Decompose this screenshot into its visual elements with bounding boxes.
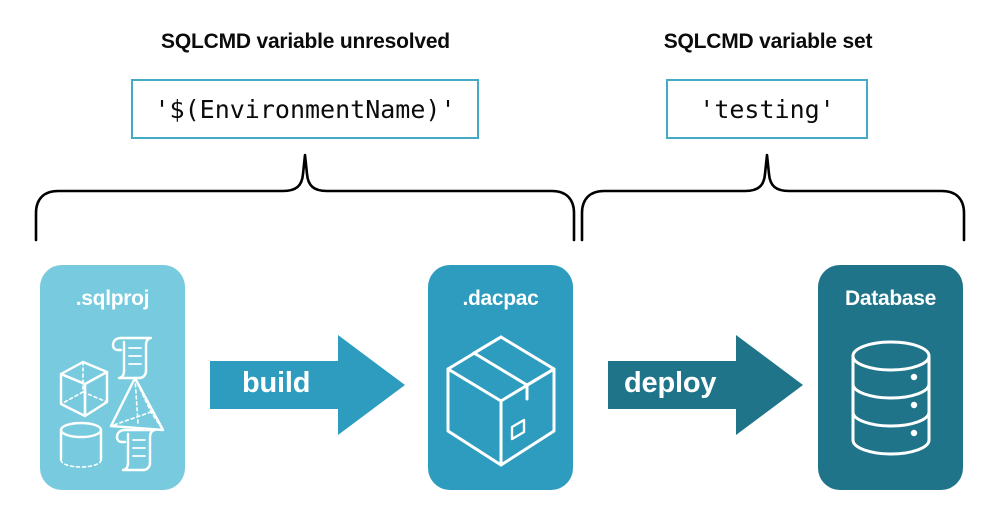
value-box-unresolved: '$(EnvironmentName)' [131,79,479,139]
arrow-build-shape [210,335,405,435]
node-database[interactable]: Database [818,265,963,490]
brace-right-icon [580,153,966,242]
node-dacpac[interactable]: .dacpac [428,265,573,490]
node-dacpac-art [428,311,573,490]
section-heading-set: SQLCMD variable set [663,30,873,53]
value-box-set: 'testing' [666,79,868,139]
brace-left-icon [34,153,576,242]
script-scroll-icon [115,428,156,471]
value-text-set: 'testing' [699,94,835,124]
pyramid-icon [109,376,164,431]
arrow-deploy: deploy [608,335,803,435]
node-database-label: Database [845,287,936,310]
node-sqlproj-art [40,311,185,490]
node-sqlproj[interactable]: .sqlproj [40,265,185,490]
cube-icon [59,360,108,417]
value-text-unresolved: '$(EnvironmentName)' [154,94,456,124]
arrow-deploy-shape [608,335,803,435]
cylinder-icon [59,421,102,468]
node-sqlproj-label: .sqlproj [75,287,150,310]
node-dacpac-label: .dacpac [462,287,539,310]
section-heading-unresolved: SQLCMD variable unresolved [161,30,450,53]
script-scroll-icon [111,336,152,379]
database-cylinder-icon [851,340,930,455]
arrow-build: build [210,335,405,435]
node-database-art [818,311,963,490]
package-box-icon [446,335,555,466]
